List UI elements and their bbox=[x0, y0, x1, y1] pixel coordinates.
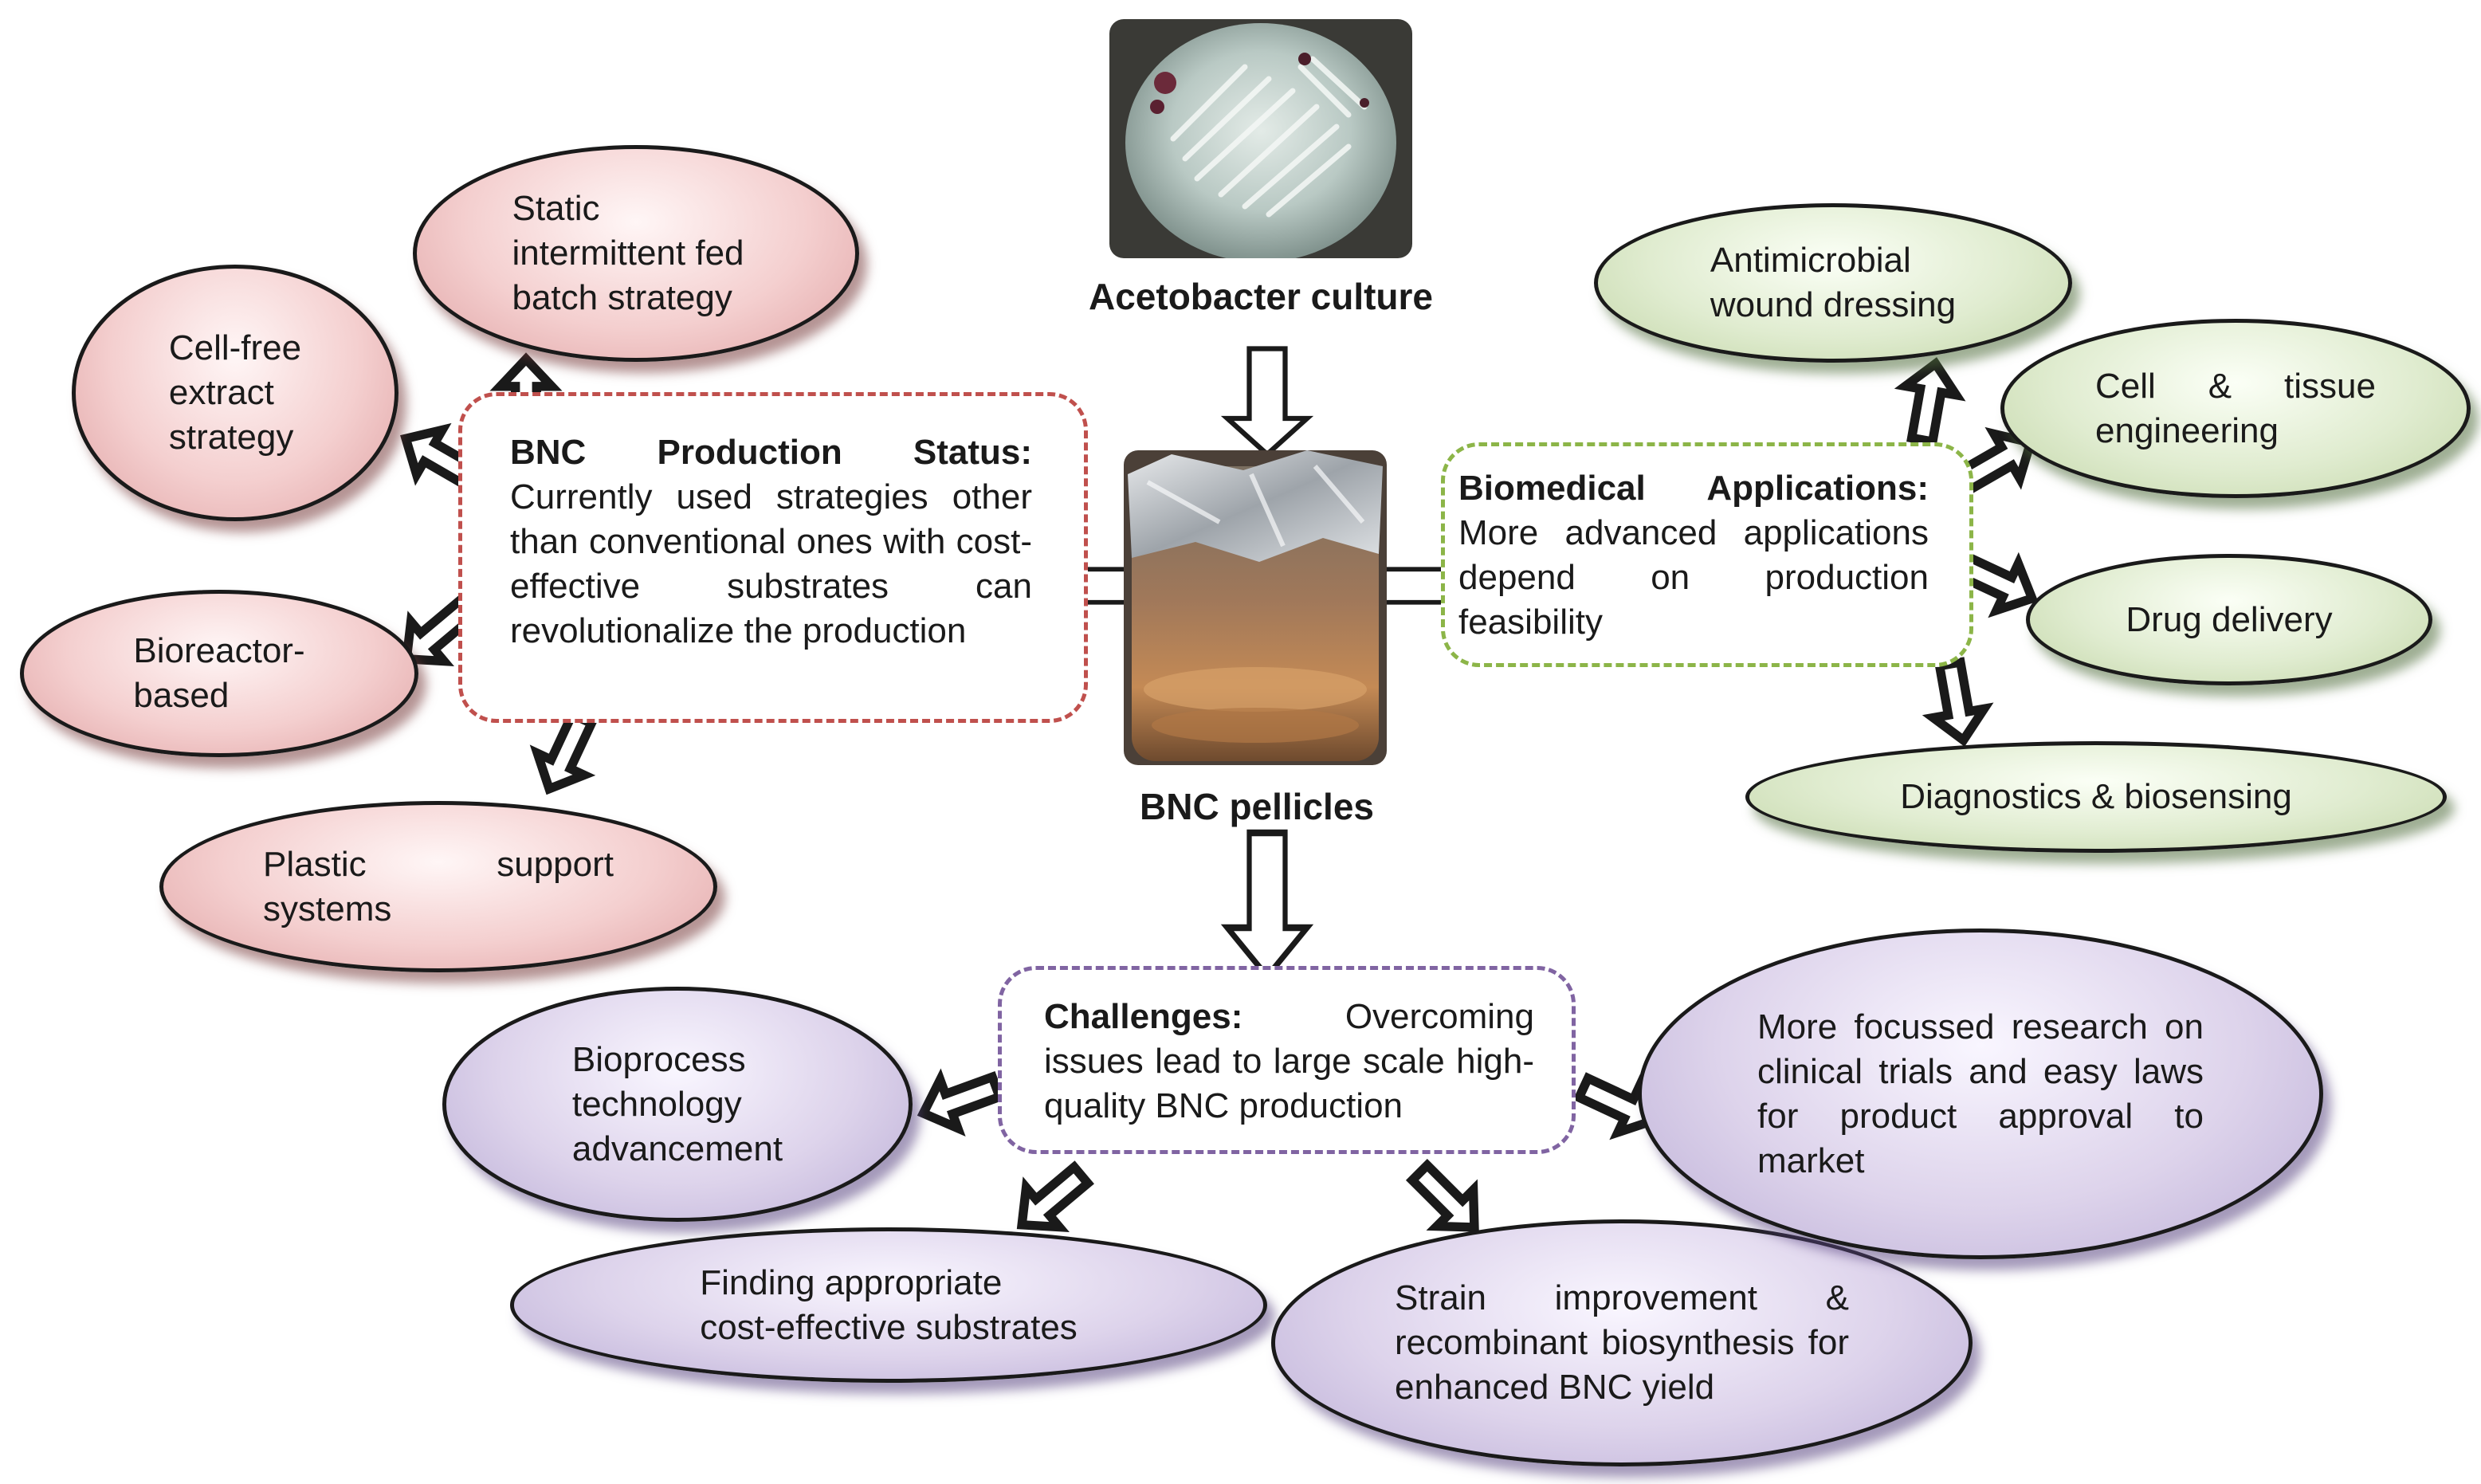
arrow-challenges-to-substrates bbox=[1005, 1156, 1097, 1245]
pellicles-caption: BNC pellicles bbox=[1140, 786, 1374, 827]
antimicrobial-label: Antimicrobial wound dressing bbox=[1710, 241, 1957, 324]
ellipse-static-fed-batch: Static intermittent fed batch strategy bbox=[413, 145, 859, 362]
plastic-support-label: Plastic support systems bbox=[263, 844, 614, 928]
challenges-text: Challenges: Overcoming issues lead to la… bbox=[1044, 995, 1534, 1129]
production-heading: BNC Production Status: bbox=[510, 433, 1032, 472]
arrow-biomedical-to-diagnostics bbox=[1925, 660, 1988, 745]
challenges-box bbox=[998, 966, 1576, 1154]
ellipse-focussed-research: More focussed research on clinical trial… bbox=[1638, 928, 2323, 1259]
bnc-pellicles-photo bbox=[1124, 450, 1387, 765]
production-body: Currently used strategies other than con… bbox=[510, 477, 1032, 650]
arrow-pellicles-to-challenges bbox=[1227, 833, 1307, 976]
ellipse-drug-delivery: Drug delivery bbox=[2026, 554, 2432, 685]
biomedical-applications-text: Biomedical Applications: More advanced a… bbox=[1458, 466, 1929, 645]
ellipse-bioreactor: Bioreactor- based bbox=[20, 590, 418, 757]
cell-free-extract-label: Cell-free extract strategy bbox=[168, 328, 302, 457]
culture-caption: Acetobacter culture bbox=[1089, 276, 1434, 317]
petri-dish-image bbox=[1109, 19, 1412, 258]
cell-tissue-label: Cell & tissue engineering bbox=[2095, 366, 2376, 450]
ellipse-substrates: Finding appropriate cost-effective subst… bbox=[510, 1227, 1267, 1383]
ellipse-antimicrobial: Antimicrobial wound dressing bbox=[1594, 203, 2072, 363]
static-fed-batch-label: Static intermittent fed batch strategy bbox=[512, 189, 744, 317]
arrow-challenges-to-bioprocess bbox=[915, 1062, 1005, 1137]
ellipse-cell-tissue: Cell & tissue engineering bbox=[2000, 319, 2471, 498]
biomedical-applications-box bbox=[1441, 442, 1973, 667]
substrates-label: Finding appropriate cost-effective subst… bbox=[700, 1262, 1078, 1347]
pellicle-jar-image bbox=[1124, 450, 1387, 765]
ellipse-bioprocess: Bioprocess technology advancement bbox=[442, 987, 913, 1222]
ellipse-diagnostics: Diagnostics & biosensing bbox=[1745, 741, 2447, 853]
biomedical-heading: Biomedical Applications: bbox=[1458, 469, 1929, 508]
production-status-text: BNC Production Status: Currently used st… bbox=[510, 430, 1032, 654]
bioprocess-label: Bioprocess technology advancement bbox=[571, 1039, 783, 1168]
diagnostics-label: Diagnostics & biosensing bbox=[1900, 777, 2292, 816]
drug-delivery-label: Drug delivery bbox=[2126, 599, 2333, 639]
focussed-research-label: More focussed research on clinical trial… bbox=[1757, 1007, 2204, 1180]
ellipse-cell-free-extract: Cell-free extract strategy bbox=[72, 265, 398, 521]
challenges-heading: Challenges: bbox=[1044, 997, 1243, 1036]
strain-improvement-label: Strain improvement & recombinant biosynt… bbox=[1395, 1278, 1849, 1407]
production-status-box bbox=[458, 392, 1088, 723]
challenges-body: Overcoming issues lead to large scale hi… bbox=[1044, 997, 1534, 1125]
arrow-biomedical-to-antimicrobial bbox=[1897, 359, 1961, 445]
biomedical-body: More advanced applications depend on pro… bbox=[1458, 513, 1929, 642]
arrow-culture-to-pellicles bbox=[1227, 349, 1307, 455]
ellipse-strain-improvement: Strain improvement & recombinant biosynt… bbox=[1271, 1219, 1973, 1466]
ellipse-plastic-support: Plastic support systems bbox=[159, 801, 717, 972]
acetobacter-culture-photo bbox=[1109, 19, 1412, 258]
bioreactor-label: Bioreactor- based bbox=[133, 631, 305, 715]
